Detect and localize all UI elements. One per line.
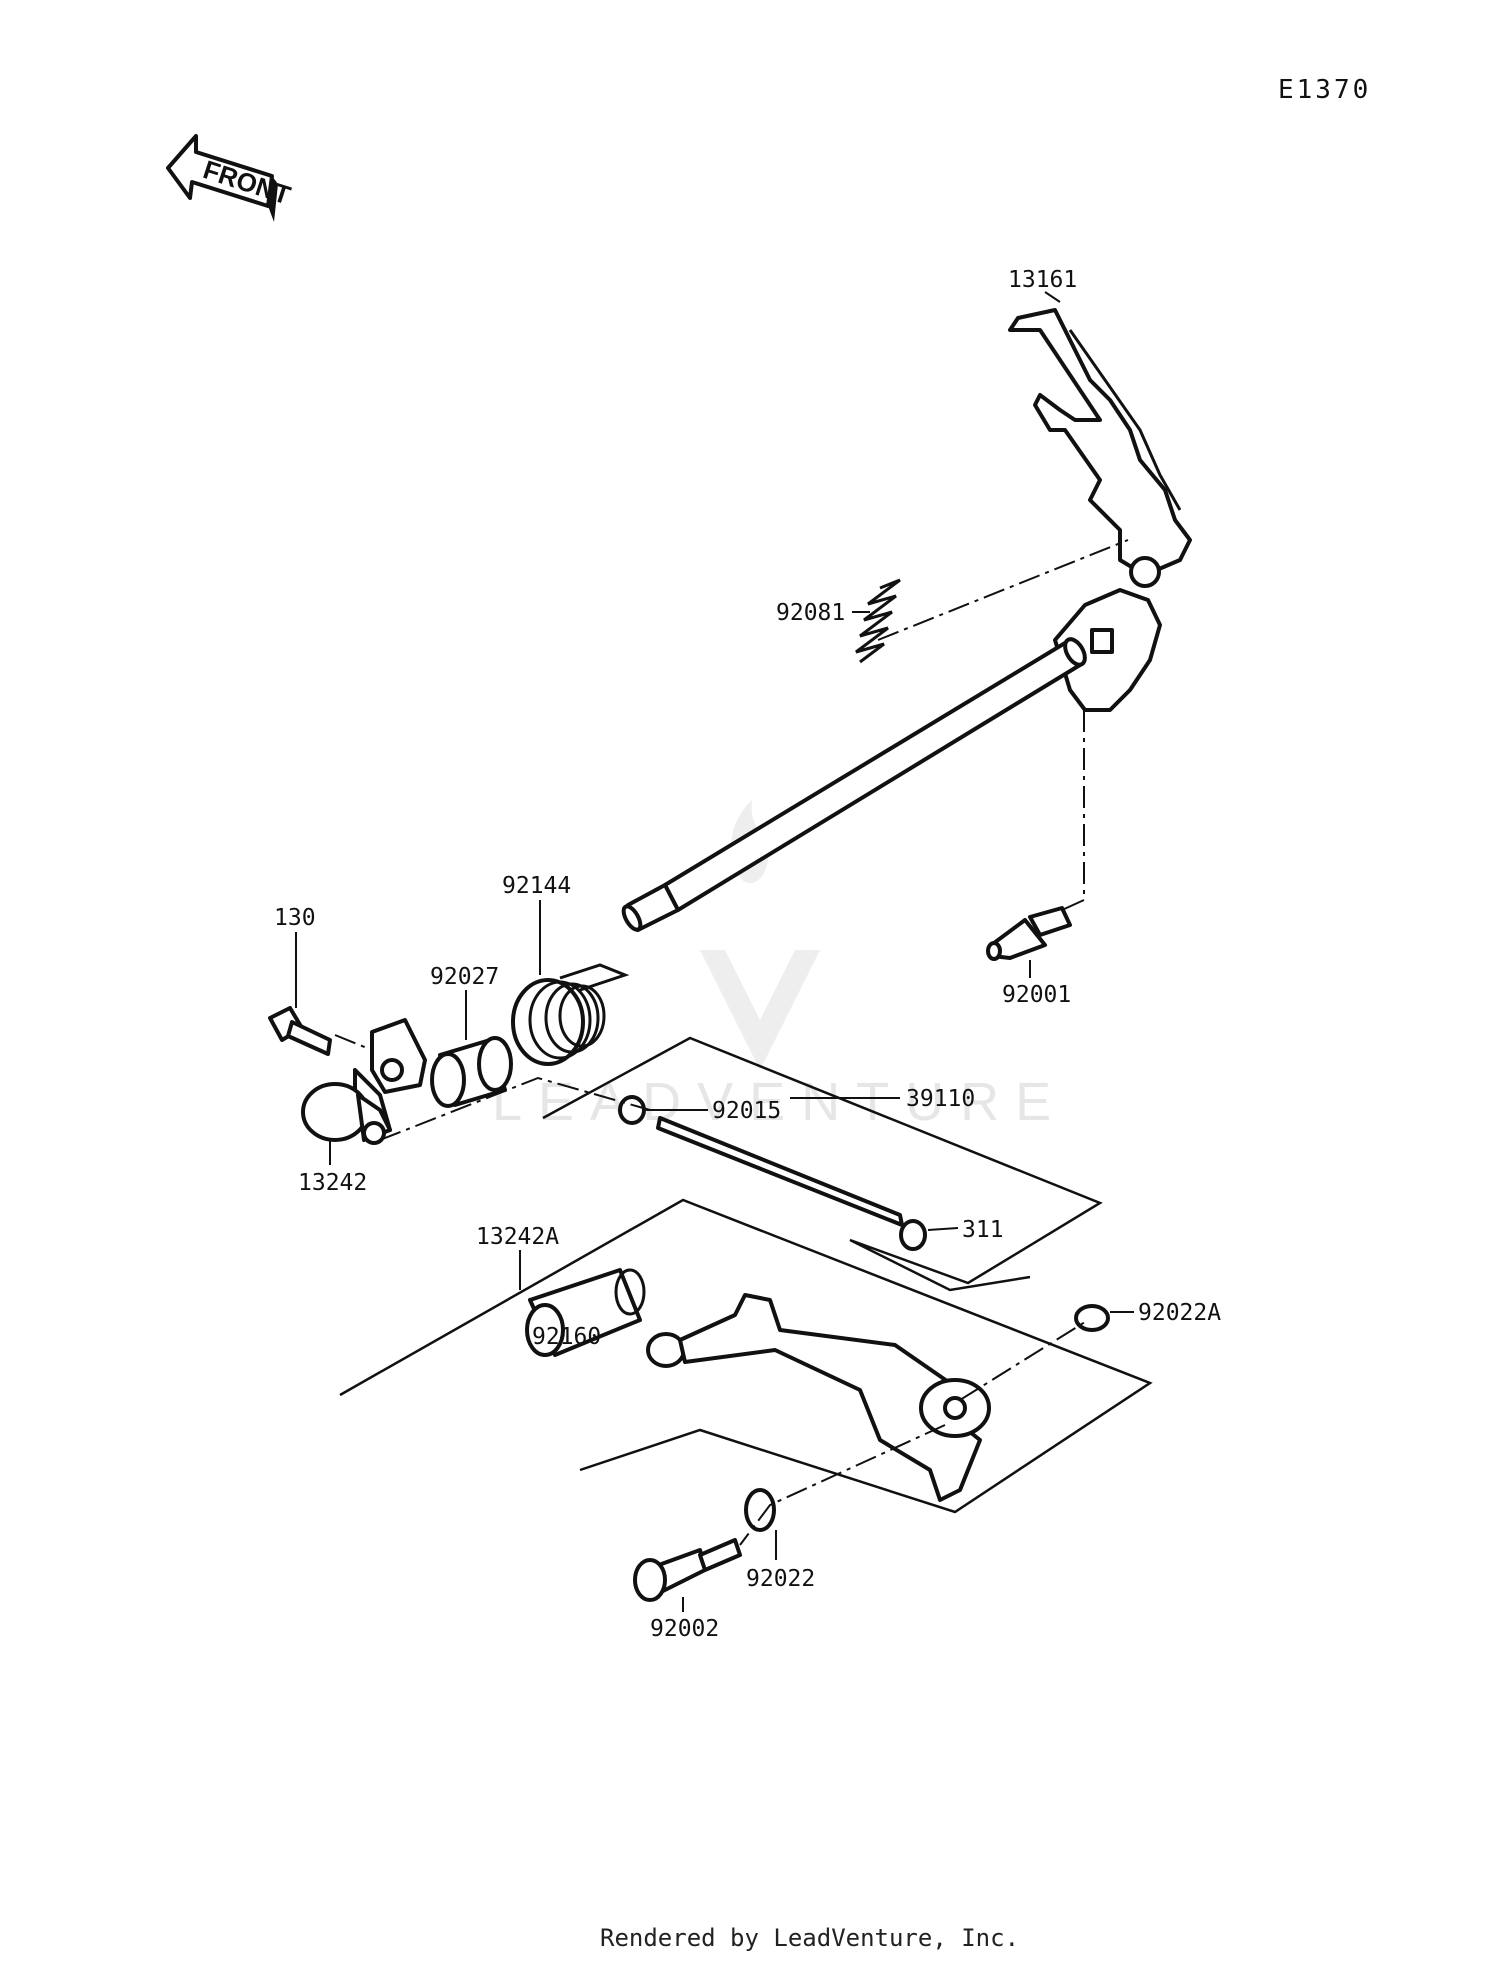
bolt-92001: [986, 906, 1072, 961]
group-outline-39110: [542, 1036, 1103, 1292]
watermark-text: LEADVENTURE: [492, 1072, 1067, 1132]
chain-line: [1061, 710, 1085, 911]
part-label-92081: 92081: [776, 600, 845, 626]
part-label-13242: 13242: [298, 1170, 367, 1196]
chain-line: [959, 1321, 1086, 1401]
spring-92081: [855, 578, 901, 664]
chain-line: [334, 1034, 373, 1051]
part-label-92002: 92002: [650, 1616, 719, 1642]
footer-credit: Rendered by LeadVenture, Inc.: [600, 1924, 1019, 1952]
part-label-92015: 92015: [712, 1098, 781, 1124]
chain-line: [739, 1424, 946, 1546]
part-label-13161: 13161: [1008, 267, 1077, 293]
part-label-130: 130: [274, 905, 316, 931]
leader-13161: [1044, 291, 1061, 303]
diagram-code: E1370: [1278, 75, 1371, 105]
chain-line: [379, 1076, 651, 1141]
part-label-92022A: 92022A: [1138, 1300, 1221, 1326]
shift-arm-13161: [1008, 308, 1192, 588]
bolt-130: [268, 1006, 332, 1056]
spring-92144: [511, 963, 630, 1066]
washer-92022A: [1074, 1304, 1110, 1332]
chain-line: [877, 539, 1129, 641]
washer-92022: [744, 1488, 776, 1532]
rubber-92160: [525, 1268, 646, 1357]
rod-39110: [618, 1095, 927, 1251]
front-arrow-icon: FRONT: [166, 134, 295, 222]
part-label-92160: 92160: [532, 1324, 601, 1350]
part-label-13242A: 13242A: [476, 1224, 559, 1250]
shift-shaft: [621, 588, 1162, 932]
front-label: FRONT: [200, 154, 295, 210]
part-label-92027: 92027: [430, 964, 499, 990]
part-label-92001: 92001: [1002, 982, 1071, 1008]
pedal-13242A: [646, 1293, 991, 1502]
leader-311: [927, 1227, 959, 1231]
group-outline-13242A: [339, 1198, 1153, 1514]
part-label-92022: 92022: [746, 1566, 815, 1592]
lever-13242: [301, 1018, 427, 1145]
bolt-92002: [633, 1538, 742, 1602]
part-label-92144: 92144: [502, 873, 571, 899]
part-label-311: 311: [962, 1217, 1004, 1243]
part-label-39110: 39110: [906, 1086, 975, 1112]
